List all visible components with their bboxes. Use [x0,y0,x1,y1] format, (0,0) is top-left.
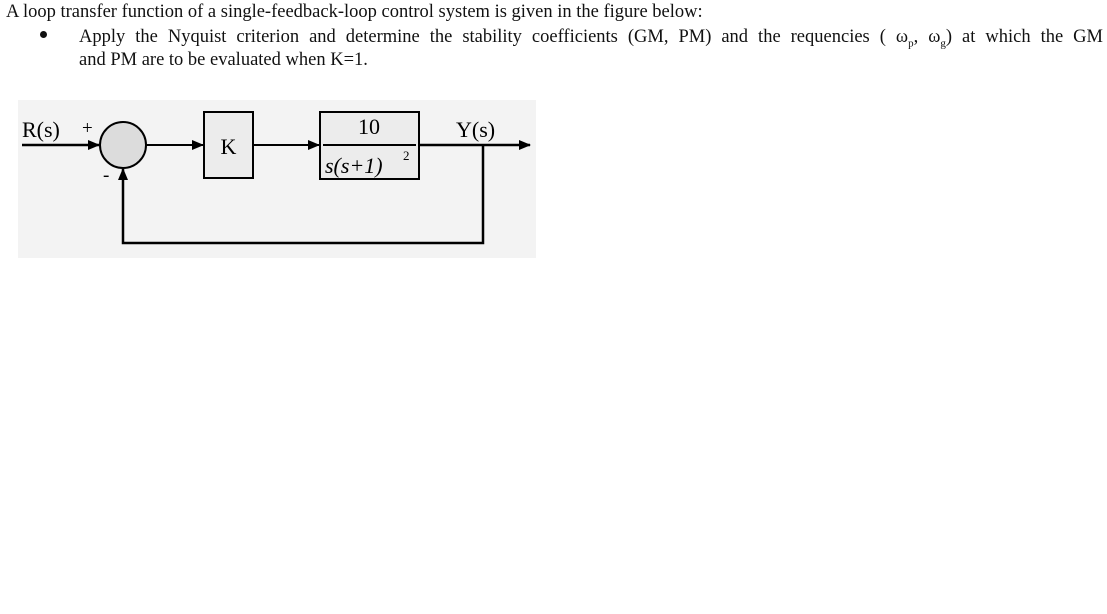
question-intro: A loop transfer function of a single-fee… [6,2,703,22]
feedback-path [118,145,485,245]
bullet-text-part2: ) at which the GM [945,27,1103,47]
bullet-line-2: and PM are to be evaluated when K=1. [79,50,368,70]
plant-numerator: 10 [358,114,380,139]
omega-p-subscript: p [908,37,914,50]
plant-exponent: 2 [403,148,410,163]
gain-block [203,111,254,179]
bullet-text-part1: Apply the Nyquist criterion and determin… [79,27,896,47]
bullet-line-1: Apply the Nyquist criterion and determin… [79,26,1103,49]
minus-sign: - [103,165,109,186]
input-label: R(s) [22,117,60,142]
omega-p-symbol: ω [895,27,909,47]
plant-denominator: s(s+1) [325,153,383,178]
question-bullet: Apply the Nyquist criterion and determin… [79,26,1107,72]
gain-label: K [221,134,237,159]
plus-sign: + [82,118,93,139]
summing-junction [99,121,147,169]
omega-g-subscript: g [940,37,946,50]
block-diagram: K 10 s(s+1) 2 R(s) Y(s) + - [0,95,540,260]
omega-g-symbol: ω [928,27,941,47]
diagram-background [18,100,536,258]
bullet-comma: , [913,27,929,47]
output-label: Y(s) [456,117,495,142]
bullet-point [40,31,47,38]
block-diagram-svg: K 10 s(s+1) 2 R(s) Y(s) + - [18,100,536,258]
